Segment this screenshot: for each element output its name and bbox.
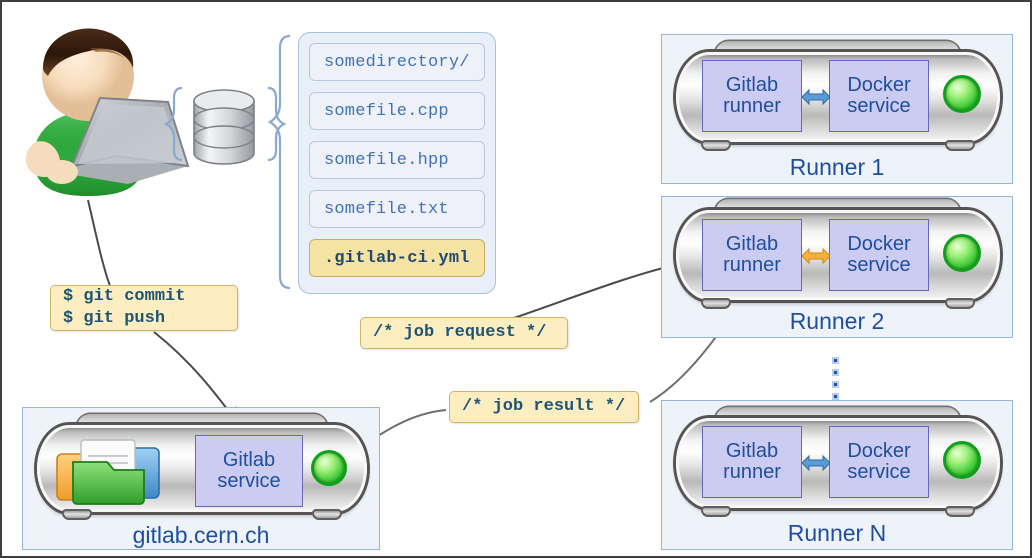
runner-1-link-arrow <box>802 88 830 106</box>
status-led-green <box>311 450 347 486</box>
component-line1: Docker <box>847 440 911 462</box>
developer-figure <box>16 24 196 214</box>
note-git-commands: $ git commit $ git push <box>50 285 238 331</box>
component-line1: Gitlab <box>725 440 779 462</box>
file-item-gitlab-ci-yml[interactable]: .gitlab-ci.yml <box>309 239 485 277</box>
file-item[interactable]: somefile.cpp <box>309 92 485 130</box>
ellipsis-dot <box>832 357 839 364</box>
runner-n-docker-service-box[interactable]: Docker service <box>829 426 929 498</box>
status-led-green <box>943 441 981 479</box>
runner-2-label: Runner 2 <box>789 308 885 334</box>
server-foot-right <box>945 139 976 151</box>
runner-1-gitlab-runner-box[interactable]: Gitlab runner <box>702 60 802 132</box>
component-line1: Docker <box>847 74 911 96</box>
server-foot-left <box>62 509 93 521</box>
gitlab-service-line2: service <box>217 470 281 492</box>
server-foot-right <box>311 509 342 521</box>
runner-2-gitlab-runner-box[interactable]: Gitlab runner <box>702 219 802 291</box>
repository-file-list: somedirectory/ somefile.cpp somefile.hpp… <box>298 32 496 294</box>
server-foot-right <box>945 297 976 309</box>
runner-1-docker-service-box[interactable]: Docker service <box>829 60 929 132</box>
vertical-ellipsis <box>832 357 839 400</box>
runner-n-frame: Gitlab runner Docker service Runner N <box>661 400 1013 550</box>
component-line1: Docker <box>847 233 911 255</box>
gitlab-service-box[interactable]: Gitlab service <box>195 435 303 507</box>
server-foot-right <box>945 505 976 517</box>
runner-2-docker-service-box[interactable]: Docker service <box>829 219 929 291</box>
component-line2: runner <box>723 254 781 276</box>
runner-n-link-arrow <box>802 454 830 472</box>
gitlab-service-line1: Gitlab <box>222 449 276 471</box>
database-icon <box>188 87 260 167</box>
note-job-result: /* job result */ <box>449 391 639 423</box>
runner-n-gitlab-runner-box[interactable]: Gitlab runner <box>702 426 802 498</box>
component-line2: service <box>847 95 911 117</box>
runner-2-link-arrow <box>802 247 830 265</box>
runner-1-frame: Gitlab runner Docker service Runner 1 <box>661 34 1013 184</box>
component-line2: runner <box>723 461 781 483</box>
file-item[interactable]: somefile.hpp <box>309 141 485 179</box>
runner-2-frame: Gitlab runner Docker service Runner 2 <box>661 196 1013 338</box>
server-foot-left <box>700 297 731 309</box>
note-job-request: /* job request */ <box>360 317 568 349</box>
file-item[interactable]: somefile.txt <box>309 190 485 228</box>
status-led-green <box>943 234 981 272</box>
component-line1: Gitlab <box>725 74 779 96</box>
ellipsis-dot <box>832 393 839 400</box>
folders-icon <box>55 436 163 508</box>
status-led-green <box>943 75 981 113</box>
component-line1: Gitlab <box>725 233 779 255</box>
gitlab-server-label: gitlab.cern.ch <box>132 522 270 548</box>
server-foot-left <box>700 505 731 517</box>
runner-1-label: Runner 1 <box>789 154 885 180</box>
file-item[interactable]: somedirectory/ <box>309 43 485 81</box>
ellipsis-dot <box>832 381 839 388</box>
ellipsis-dot <box>832 369 839 376</box>
runner-n-label: Runner N <box>787 520 887 546</box>
server-foot-left <box>700 139 731 151</box>
component-line2: runner <box>723 95 781 117</box>
gitlab-server-frame: Gitlab service gitlab.cern.ch <box>22 407 380 550</box>
component-line2: service <box>847 461 911 483</box>
component-line2: service <box>847 254 911 276</box>
